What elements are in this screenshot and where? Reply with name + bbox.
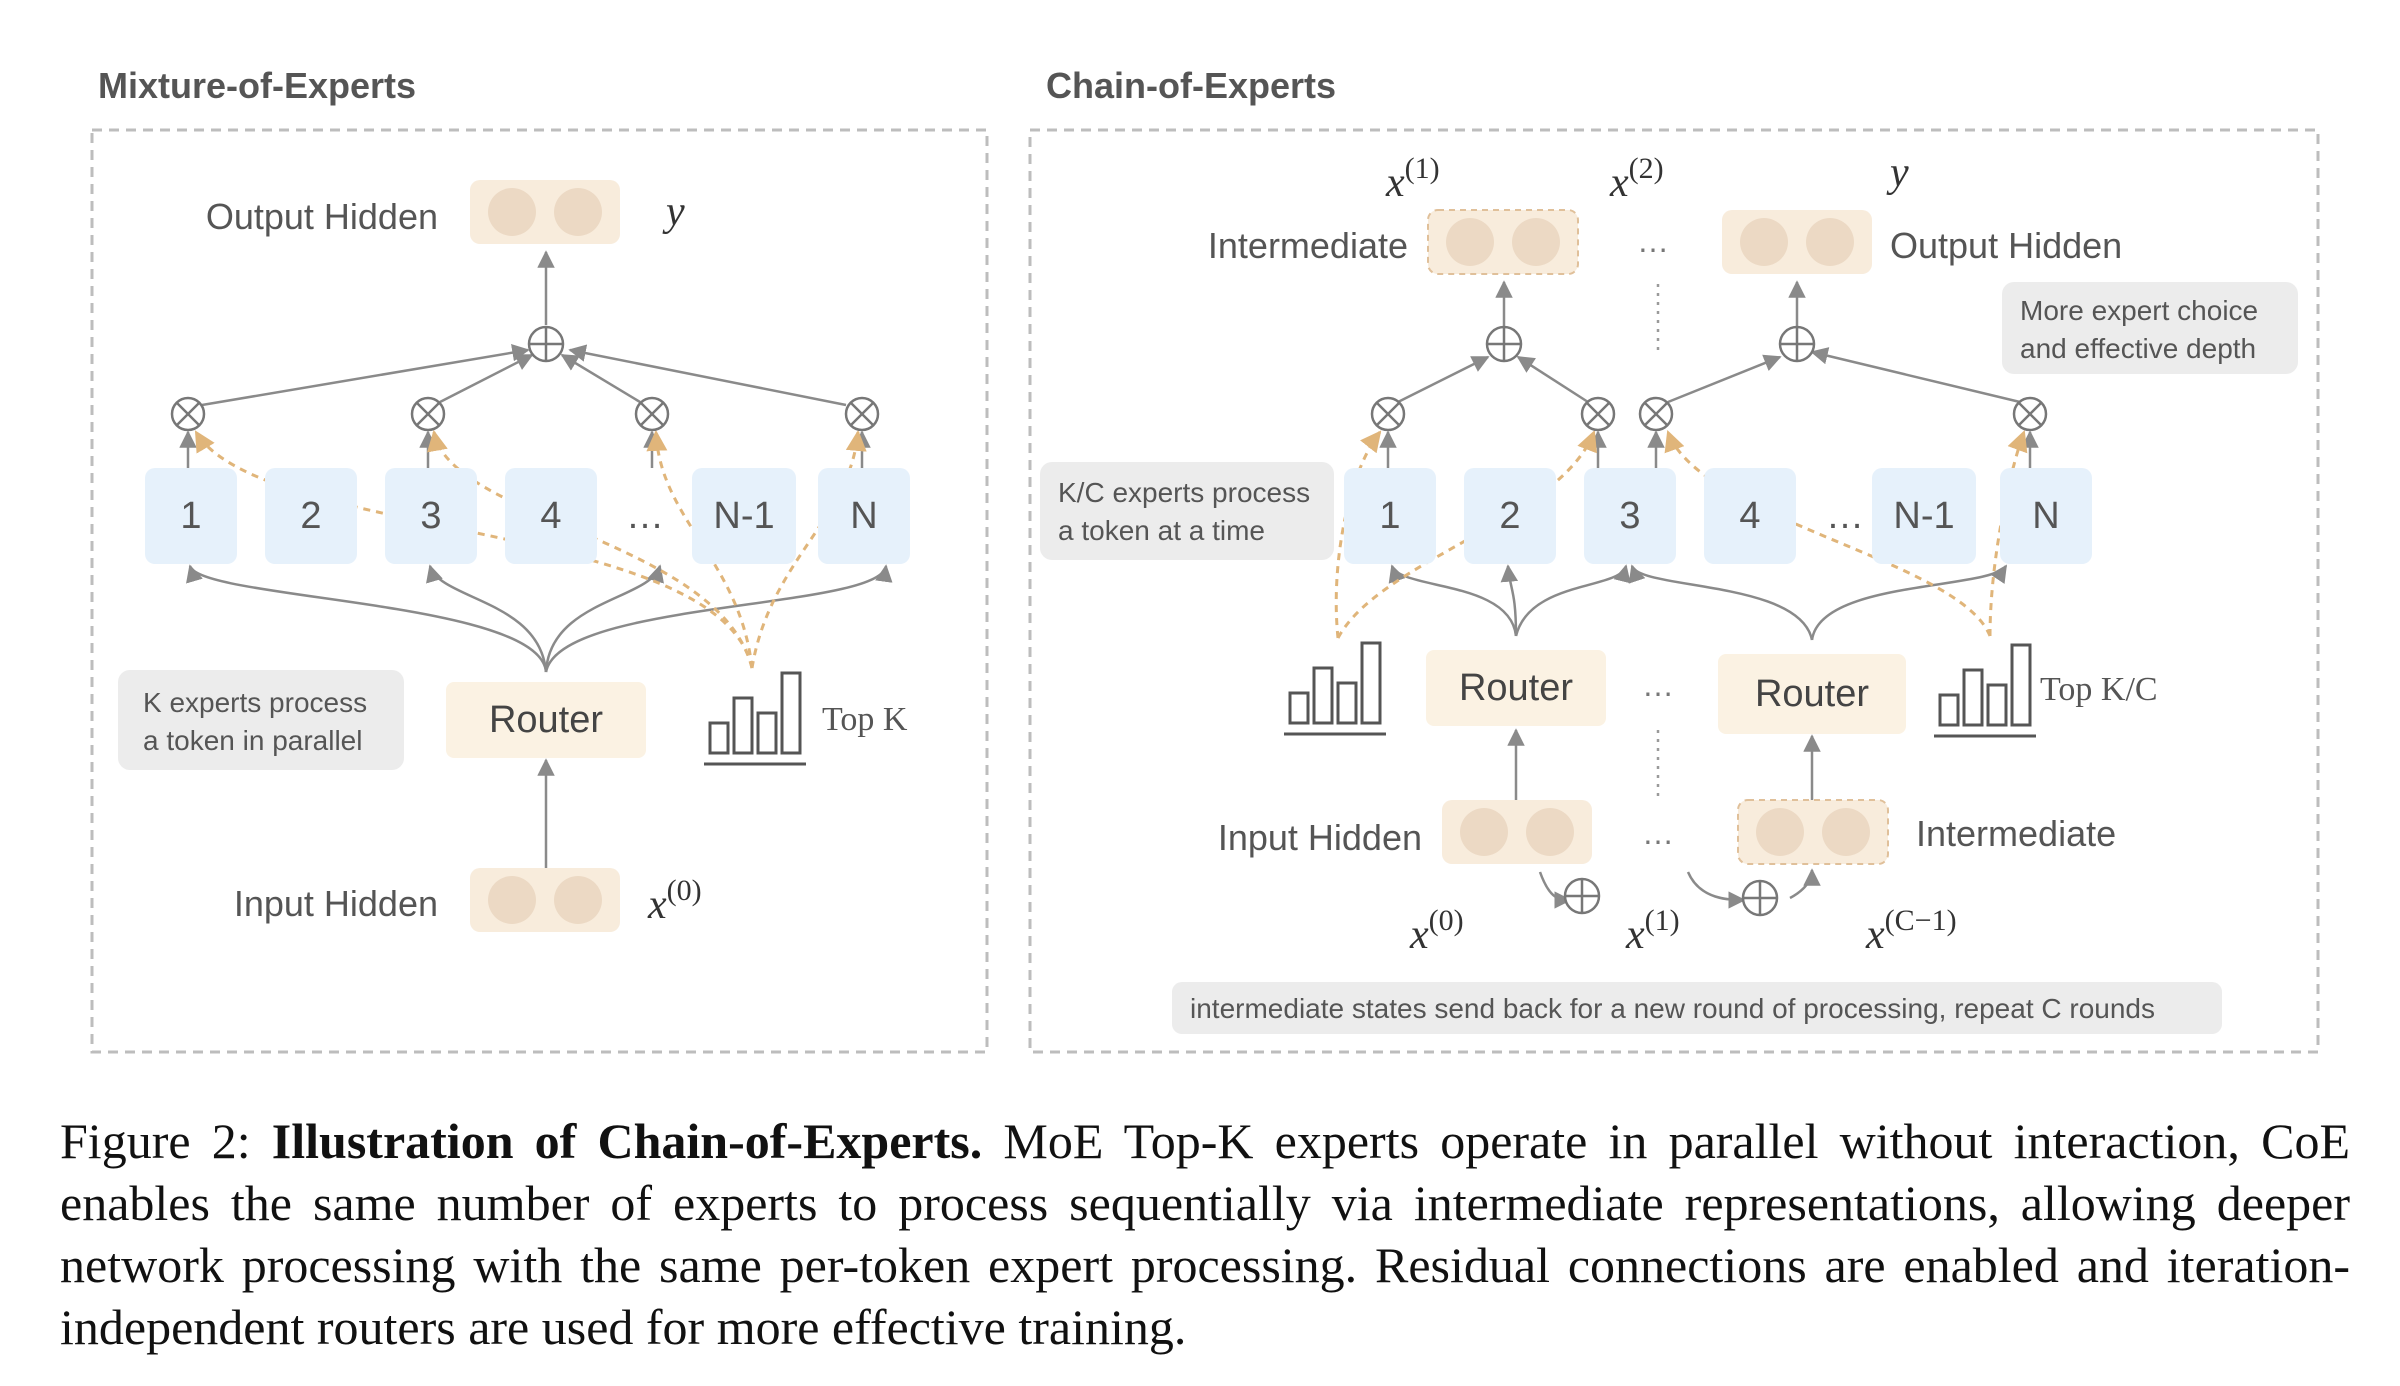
moe-multiply-icon-3: [410, 396, 446, 432]
caption-bold-title: Illustration of Chain-of-Experts.: [271, 1113, 983, 1169]
moe-sum-icon: [527, 325, 565, 363]
moe-note-line2: a token in parallel: [143, 725, 362, 756]
coe-router-ellipsis: …: [1642, 667, 1674, 703]
coe-x2-symbol-top: x(2): [1609, 152, 1664, 206]
coe-residual-sum-icon-2: [1741, 879, 1779, 917]
moe-router-label: Router: [489, 699, 603, 741]
coe-router-box-left: [1426, 650, 1606, 726]
moe-expert-box: [385, 468, 477, 564]
moe-expert-label: 4: [540, 495, 561, 537]
coe-topkc-bar-chart-icon-right: [1932, 643, 2038, 738]
moe-expert-label: 1: [180, 495, 201, 537]
moe-input-symbol: x(0): [647, 874, 702, 928]
coe-expert-box: [1872, 468, 1976, 564]
moe-panel-border: [90, 128, 989, 1054]
coe-input-hidden-label: Input Hidden: [1218, 817, 1422, 858]
coe-process-note-line1: K/C experts process: [1058, 477, 1310, 508]
coe-expert-label: 3: [1619, 495, 1640, 537]
coe-expert-label: 4: [1739, 495, 1760, 537]
coe-expert-label: 1: [1379, 495, 1400, 537]
coe-expert-box: [1584, 468, 1676, 564]
coe-depth-note-line1: More expert choice: [2020, 295, 2258, 326]
coe-output-hidden-label: Output Hidden: [1890, 225, 2122, 266]
coe-expert-box: [1344, 468, 1436, 564]
moe-expert-label: N: [850, 495, 877, 537]
coe-multiply-icon-1: [1370, 396, 1406, 432]
coe-multiply-icon-n: [2012, 396, 2048, 432]
coe-sum-icon-top-left: [1485, 325, 1523, 363]
moe-expert-label: 2: [300, 495, 321, 537]
coe-depth-note-line2: and effective depth: [2020, 333, 2256, 364]
coe-residual-sum-icon-1: [1563, 877, 1601, 915]
coe-x1-symbol-bottom: x(1): [1625, 904, 1680, 958]
coe-expert-label: N-1: [1893, 495, 1954, 537]
coe-intermediate-bottom-box: [1737, 799, 1889, 865]
coe-expert-box: [1704, 468, 1796, 564]
coe-expert-row: 1 2 3 4 … N-1 N: [1344, 468, 2092, 564]
coe-expert-ellipsis: …: [1826, 495, 1864, 537]
moe-expert-box: [818, 468, 910, 564]
moe-output-hidden-box: [470, 180, 620, 244]
coe-router-label-right: Router: [1755, 673, 1869, 715]
moe-input-hidden-box: [470, 868, 620, 932]
caption-body: MoE Top-K experts operate in parallel wi…: [60, 1113, 2350, 1355]
coe-multiply-icon-3a: [1580, 396, 1616, 432]
coe-intermediate-top-label: Intermediate: [1208, 225, 1408, 266]
coe-process-note-line2: a token at a time: [1058, 515, 1265, 546]
moe-multiply-icon-n: [844, 396, 880, 432]
moe-router-box: [446, 682, 646, 758]
coe-router-box-right: [1718, 654, 1906, 734]
coe-multiply-icon-3b: [1638, 396, 1674, 432]
moe-multiply-icon-1: [170, 396, 206, 432]
moe-input-hidden-label: Input Hidden: [234, 883, 438, 924]
chain-of-experts-diagram: Mixture-of-Experts Output Hidden y: [90, 65, 2320, 1054]
coe-sum-icon-top-right: [1778, 325, 1816, 363]
moe-expert-box: [692, 468, 796, 564]
coe-rounds-note-box: [1172, 982, 2222, 1034]
coe-expert-box: [1464, 468, 1556, 564]
coe-rounds-note: intermediate states send back for a new …: [1190, 993, 2155, 1024]
moe-output-hidden-label: Output Hidden: [206, 196, 438, 237]
coe-expert-label: 2: [1499, 495, 1520, 537]
coe-depth-note-box: [2002, 282, 2298, 374]
moe-note-box: [118, 670, 404, 770]
moe-expert-box: [265, 468, 357, 564]
moe-expert-box: [145, 468, 237, 564]
moe-note-line1: K experts process: [143, 687, 367, 718]
coe-router-label-left: Router: [1459, 667, 1573, 709]
moe-expert-box: [505, 468, 597, 564]
coe-output-hidden-box: [1722, 210, 1872, 274]
coe-x0-symbol-bottom: x(0): [1409, 904, 1464, 958]
moe-output-symbol: y: [662, 189, 685, 235]
coe-expert-box: [2000, 468, 2092, 564]
coe-topkc-bar-chart-icon-left: [1282, 641, 1388, 736]
moe-panel-title: Mixture-of-Experts: [98, 65, 416, 106]
coe-intermediate-top-box: [1427, 209, 1579, 275]
coe-expert-label: N: [2032, 495, 2059, 537]
coe-intermediate-bottom-label: Intermediate: [1916, 813, 2116, 854]
moe-expert-row: 1 2 3 4 … N-1 N: [145, 468, 910, 564]
moe-multiply-icon-n1: [634, 396, 670, 432]
coe-panel-title: Chain-of-Experts: [1046, 65, 1336, 106]
caption-prefix: Figure 2:: [60, 1113, 272, 1169]
moe-topk-label: Top K: [822, 701, 908, 738]
moe-expert-ellipsis: …: [626, 495, 664, 537]
coe-topkc-label: Top K/C: [2040, 671, 2158, 708]
coe-y-symbol: y: [1886, 150, 1909, 196]
figure-caption: Figure 2: Illustration of Chain-of-Exper…: [60, 1110, 2350, 1358]
coe-bottom-ellipsis: …: [1642, 815, 1674, 851]
coe-process-note-box: [1040, 462, 1334, 560]
moe-expert-label: 3: [420, 495, 441, 537]
moe-expert-label: N-1: [713, 495, 774, 537]
coe-x1-symbol-top: x(1): [1385, 152, 1440, 206]
coe-xc-symbol-bottom: x(C−1): [1865, 904, 1957, 958]
coe-input-hidden-box: [1442, 800, 1592, 864]
coe-top-ellipsis: …: [1637, 223, 1669, 259]
moe-topk-bar-chart-icon: [702, 671, 808, 766]
